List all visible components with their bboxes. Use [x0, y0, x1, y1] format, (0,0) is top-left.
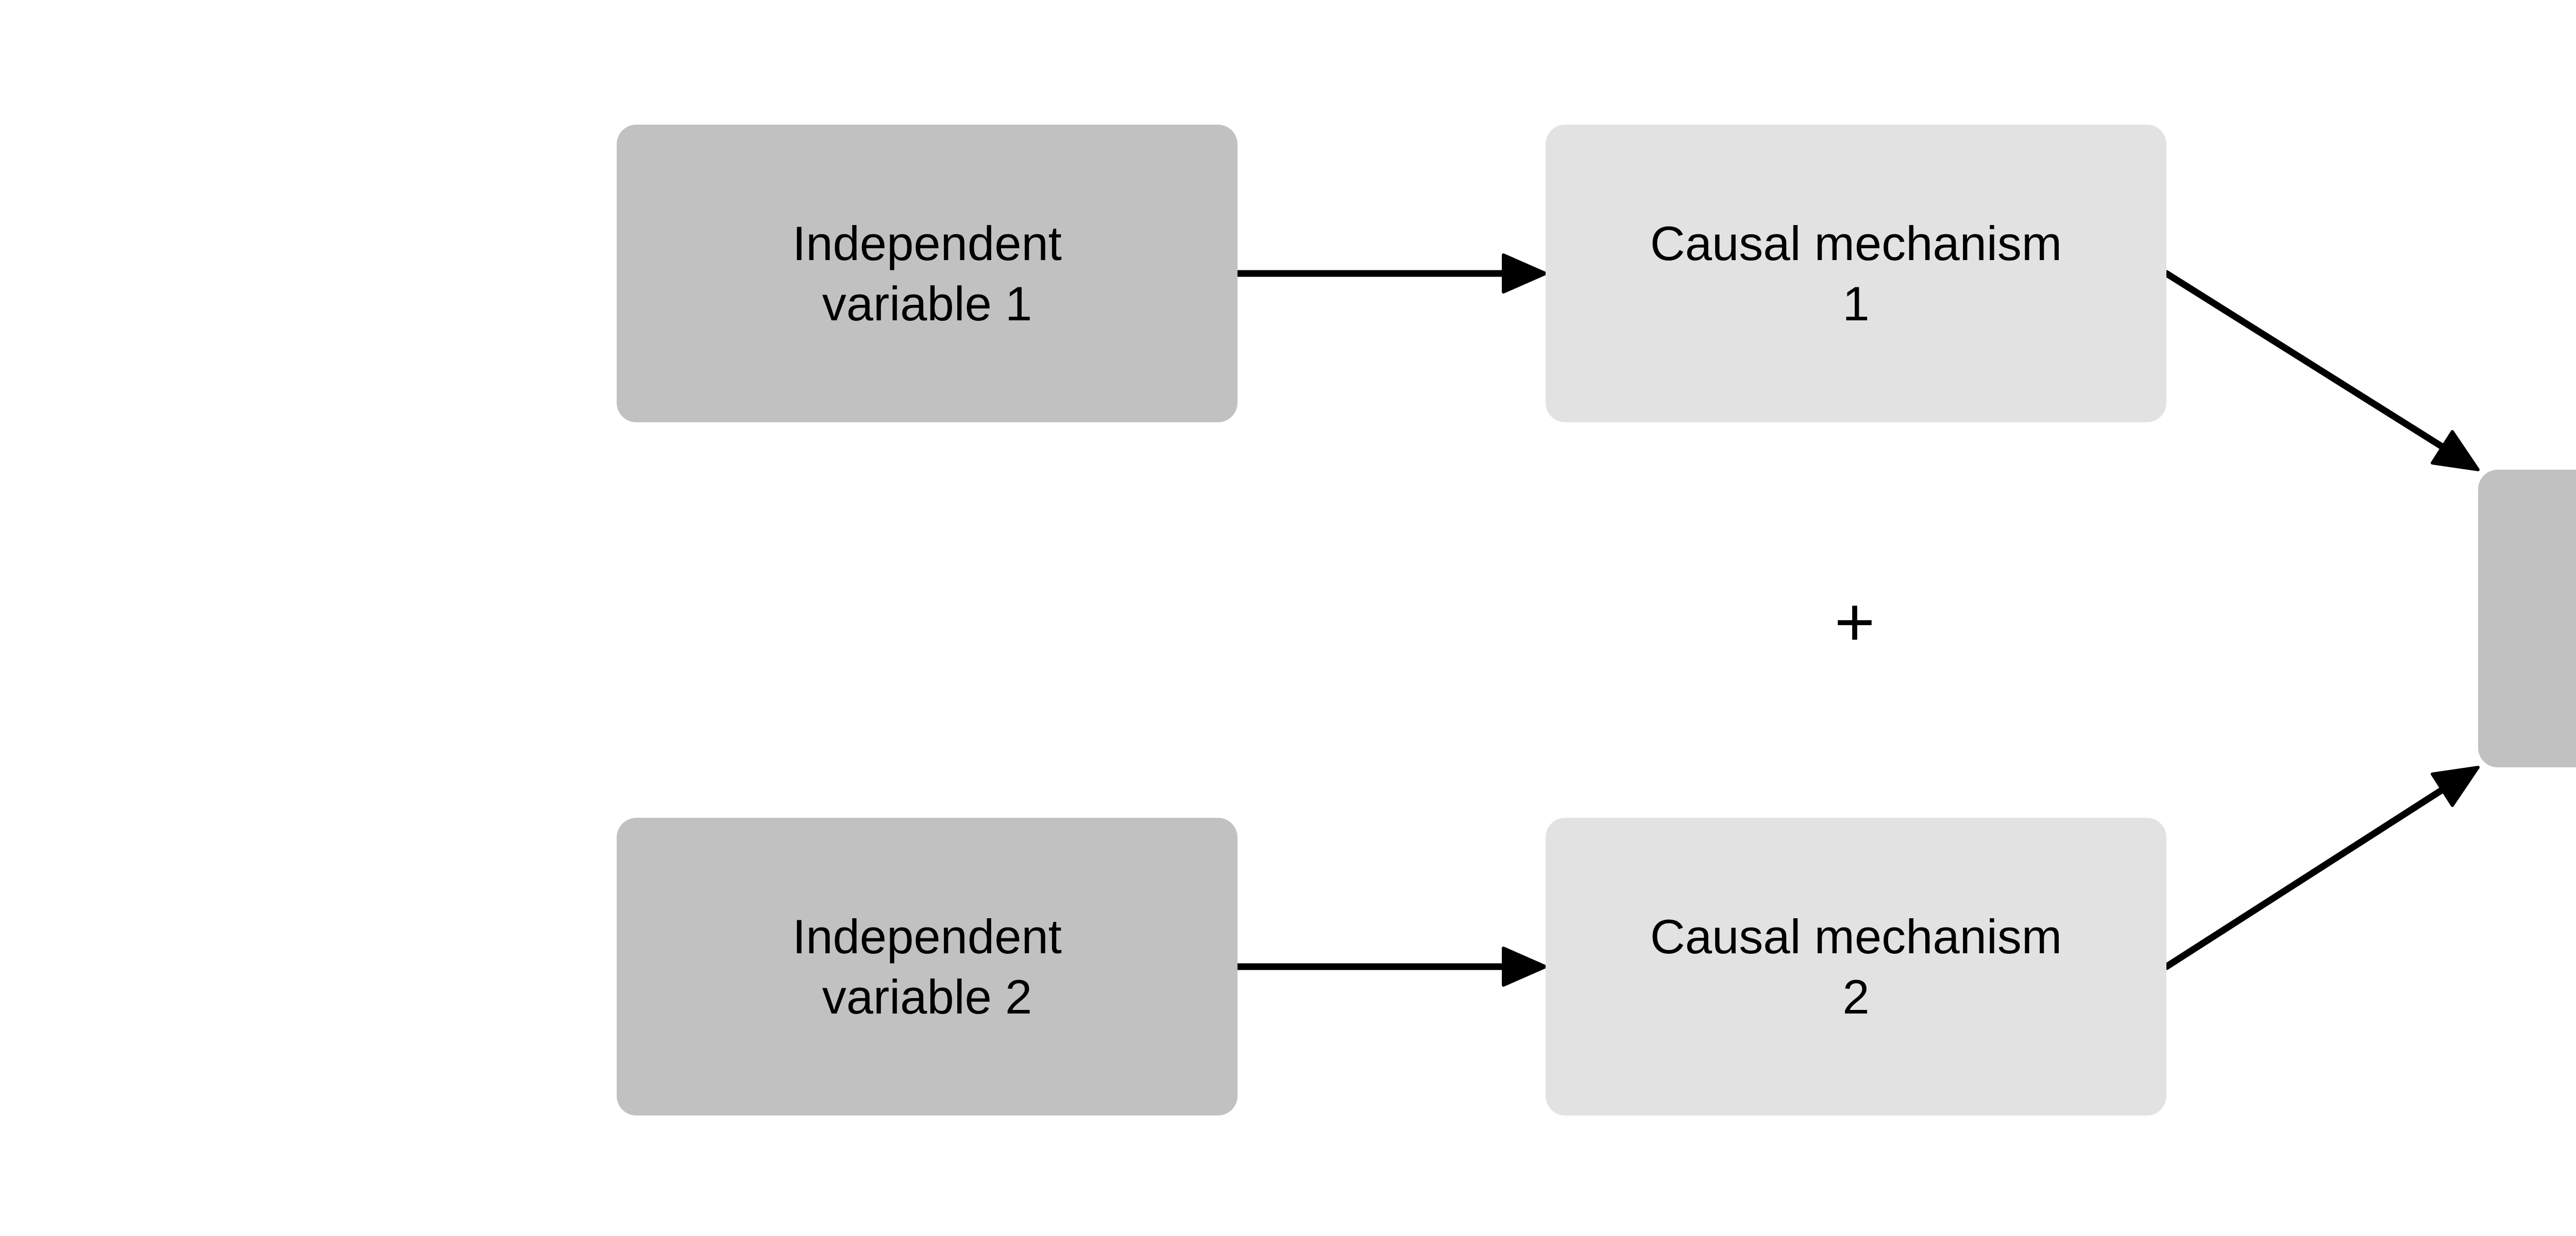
arrowhead-icon — [1502, 253, 1547, 294]
arrowhead-icon — [2431, 430, 2480, 471]
node-label: Independent variable 1 — [792, 213, 1062, 334]
node-label-line: variable 2 — [822, 970, 1032, 1024]
node-independent-variable-1: Independent variable 1 — [617, 125, 1238, 422]
node-label-line: variable 1 — [822, 277, 1032, 331]
arrow-shaft — [2163, 784, 2449, 970]
arrow-cm1-to-dv — [2163, 270, 2480, 471]
node-dependent-variable: Dependent variable — [2478, 470, 2576, 767]
node-label-line: Independent — [792, 216, 1062, 270]
node-causal-mechanism-1: Causal mechanism 1 — [1546, 125, 2166, 422]
node-causal-mechanism-2: Causal mechanism 2 — [1546, 818, 2166, 1115]
node-label: Causal mechanism 2 — [1650, 906, 2062, 1027]
arrowhead-icon — [2431, 766, 2480, 807]
arrow-iv1-to-cm1 — [1234, 253, 1547, 294]
node-label-line: Causal mechanism — [1650, 909, 2062, 964]
node-label-line: Independent — [792, 909, 1062, 964]
plus-operator: + — [1834, 582, 1875, 661]
arrowhead-icon — [1502, 947, 1547, 987]
arrow-cm2-to-dv — [2163, 766, 2480, 970]
node-independent-variable-2: Independent variable 2 — [617, 818, 1238, 1115]
node-label: Causal mechanism 1 — [1650, 213, 2062, 334]
node-label-line: 2 — [1842, 970, 1870, 1024]
arrow-iv2-to-cm2 — [1234, 947, 1547, 987]
node-label-line: 1 — [1842, 277, 1870, 331]
node-label-line: Causal mechanism — [1650, 216, 2062, 270]
arrow-shaft — [2163, 270, 2449, 452]
node-label: Independent variable 2 — [792, 906, 1062, 1027]
